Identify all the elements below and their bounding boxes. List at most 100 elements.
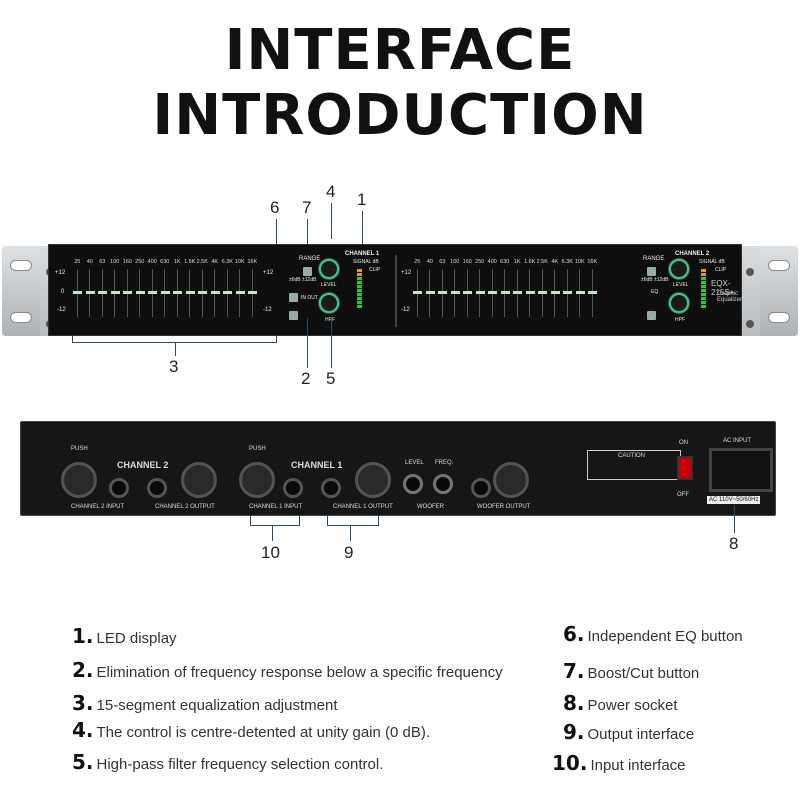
ch1-slider-4[interactable] bbox=[121, 269, 134, 317]
ch1-hpf-knob[interactable] bbox=[319, 293, 339, 313]
ch1-output-xlr-jack[interactable] bbox=[355, 462, 391, 498]
ch1-level-label: LEVEL bbox=[321, 282, 337, 288]
ch1-slider-knob-11[interactable] bbox=[210, 291, 220, 294]
ch2-slider-knob-5[interactable] bbox=[475, 291, 485, 294]
ch2-slider-knob-11[interactable] bbox=[550, 291, 560, 294]
ch2-slider-knob-13[interactable] bbox=[575, 291, 585, 294]
ch2-slider-0[interactable] bbox=[411, 269, 424, 317]
ch2-slider-8[interactable] bbox=[511, 269, 524, 317]
ch1-range-button[interactable] bbox=[303, 267, 312, 276]
ch2-slider-knob-4[interactable] bbox=[463, 291, 472, 294]
ch1-slider-12[interactable] bbox=[221, 269, 234, 317]
ch1-slider-13[interactable] bbox=[234, 269, 247, 317]
ch2-led-9 bbox=[701, 305, 706, 308]
ch1-input-trs-jack[interactable] bbox=[283, 478, 303, 498]
ch2-slider-4[interactable] bbox=[461, 269, 474, 317]
ch1-slider-knob-0[interactable] bbox=[73, 291, 82, 294]
ch2-slider-2[interactable] bbox=[436, 269, 449, 317]
ch2-slider-knob-3[interactable] bbox=[450, 291, 460, 294]
ch1-slider-8[interactable] bbox=[171, 269, 184, 317]
ch2-eq-sliders[interactable] bbox=[411, 269, 599, 317]
ch2-slider-knob-12[interactable] bbox=[563, 291, 572, 294]
ch1-slider-knob-5[interactable] bbox=[135, 291, 145, 294]
ch2-input-label: CHANNEL 2 INPUT bbox=[71, 504, 125, 510]
ch2-slider-knob-0[interactable] bbox=[413, 291, 422, 294]
ch2-slider-14[interactable] bbox=[586, 269, 599, 317]
ch1-slider-9[interactable] bbox=[184, 269, 197, 317]
ch1-slider-knob-1[interactable] bbox=[85, 291, 95, 294]
ch2-slider-knob-8[interactable] bbox=[513, 291, 522, 294]
ch1-slider-5[interactable] bbox=[134, 269, 147, 317]
ch2-slider-knob-7[interactable] bbox=[500, 291, 510, 294]
ch1-slider-knob-2[interactable] bbox=[98, 291, 107, 294]
ch2-slider-5[interactable] bbox=[474, 269, 487, 317]
ch2-slider-7[interactable] bbox=[499, 269, 512, 317]
ch1-slider-3[interactable] bbox=[109, 269, 122, 317]
ch1-hpf-button[interactable] bbox=[289, 311, 298, 320]
woofer-level-knob[interactable] bbox=[403, 474, 423, 494]
ch2-led-6 bbox=[701, 293, 706, 296]
woofer-freq-knob[interactable] bbox=[433, 474, 453, 494]
ch1-output-trs-jack[interactable] bbox=[321, 478, 341, 498]
ch1-eq-sliders[interactable] bbox=[71, 269, 259, 317]
ch2-slider-9[interactable] bbox=[524, 269, 537, 317]
ch2-slider-knob-1[interactable] bbox=[425, 291, 435, 294]
ch1-slider-10[interactable] bbox=[196, 269, 209, 317]
ch2-slider-11[interactable] bbox=[549, 269, 562, 317]
ch2-slider-1[interactable] bbox=[424, 269, 437, 317]
ch1-range-options: ±6dB ±12dB bbox=[289, 277, 317, 283]
ch2-slider-knob-6[interactable] bbox=[488, 291, 497, 294]
ch1-slider-knob-10[interactable] bbox=[198, 291, 207, 294]
desc-3: 3.15-segment equalization adjustment bbox=[72, 691, 338, 715]
ch1-freq-13: 10K bbox=[234, 259, 245, 265]
ch1-slider-2[interactable] bbox=[96, 269, 109, 317]
ch2-led-5 bbox=[701, 289, 706, 292]
ch1-slider-11[interactable] bbox=[209, 269, 222, 317]
ch1-level-knob[interactable] bbox=[319, 259, 339, 279]
ch1-slider-7[interactable] bbox=[159, 269, 172, 317]
ch1-slider-knob-6[interactable] bbox=[148, 291, 157, 294]
ch1-slider-knob-7[interactable] bbox=[160, 291, 170, 294]
ch1-slider-knob-4[interactable] bbox=[123, 291, 132, 294]
ch2-slider-knob-10[interactable] bbox=[538, 291, 547, 294]
ch1-slider-knob-14[interactable] bbox=[248, 291, 257, 294]
caution-label: CAUTION bbox=[587, 450, 681, 480]
ch2-slider-knob-9[interactable] bbox=[525, 291, 535, 294]
ch2-led-0 bbox=[701, 269, 706, 272]
ch2-input-trs-jack[interactable] bbox=[109, 478, 129, 498]
ch2-slider-12[interactable] bbox=[561, 269, 574, 317]
woofer-trs-jack[interactable] bbox=[471, 478, 491, 498]
callout-9: 9 bbox=[344, 543, 354, 562]
ch2-hpf-knob[interactable] bbox=[669, 293, 689, 313]
ch1-slider-14[interactable] bbox=[246, 269, 259, 317]
power-switch[interactable] bbox=[677, 456, 693, 480]
ch2-slider-10[interactable] bbox=[536, 269, 549, 317]
ch1-input-label: CHANNEL 1 INPUT bbox=[249, 504, 303, 510]
ch2-hpf-button[interactable] bbox=[647, 311, 656, 320]
ch2-range-button[interactable] bbox=[647, 267, 656, 276]
ch1-slider-0[interactable] bbox=[71, 269, 84, 317]
ch1-slider-knob-8[interactable] bbox=[173, 291, 182, 294]
ch2-slider-3[interactable] bbox=[449, 269, 462, 317]
ch2-slider-13[interactable] bbox=[574, 269, 587, 317]
ch1-eq-in-out-button[interactable] bbox=[289, 293, 298, 302]
woofer-level-label: LEVEL bbox=[405, 460, 424, 466]
ch1-slider-knob-9[interactable] bbox=[185, 291, 195, 294]
woofer-output-xlr-jack[interactable] bbox=[493, 462, 529, 498]
ch1-slider-knob-12[interactable] bbox=[223, 291, 232, 294]
ch1-input-xlr-jack[interactable] bbox=[239, 462, 275, 498]
ch2-level-label: LEVEL bbox=[673, 282, 689, 288]
ch2-slider-knob-2[interactable] bbox=[438, 291, 447, 294]
ch1-slider-knob-3[interactable] bbox=[110, 291, 120, 294]
ch1-slider-6[interactable] bbox=[146, 269, 159, 317]
ch2-slider-6[interactable] bbox=[486, 269, 499, 317]
ch1-slider-1[interactable] bbox=[84, 269, 97, 317]
ch2-output-xlr-jack[interactable] bbox=[181, 462, 217, 498]
ch1-slider-knob-13[interactable] bbox=[235, 291, 245, 294]
ac-power-socket[interactable] bbox=[709, 448, 773, 492]
ch2-output-trs-jack[interactable] bbox=[147, 478, 167, 498]
ch1-freq-3: 100 bbox=[110, 259, 120, 265]
ch2-slider-knob-14[interactable] bbox=[588, 291, 597, 294]
ch2-level-knob[interactable] bbox=[669, 259, 689, 279]
ch2-input-xlr-jack[interactable] bbox=[61, 462, 97, 498]
